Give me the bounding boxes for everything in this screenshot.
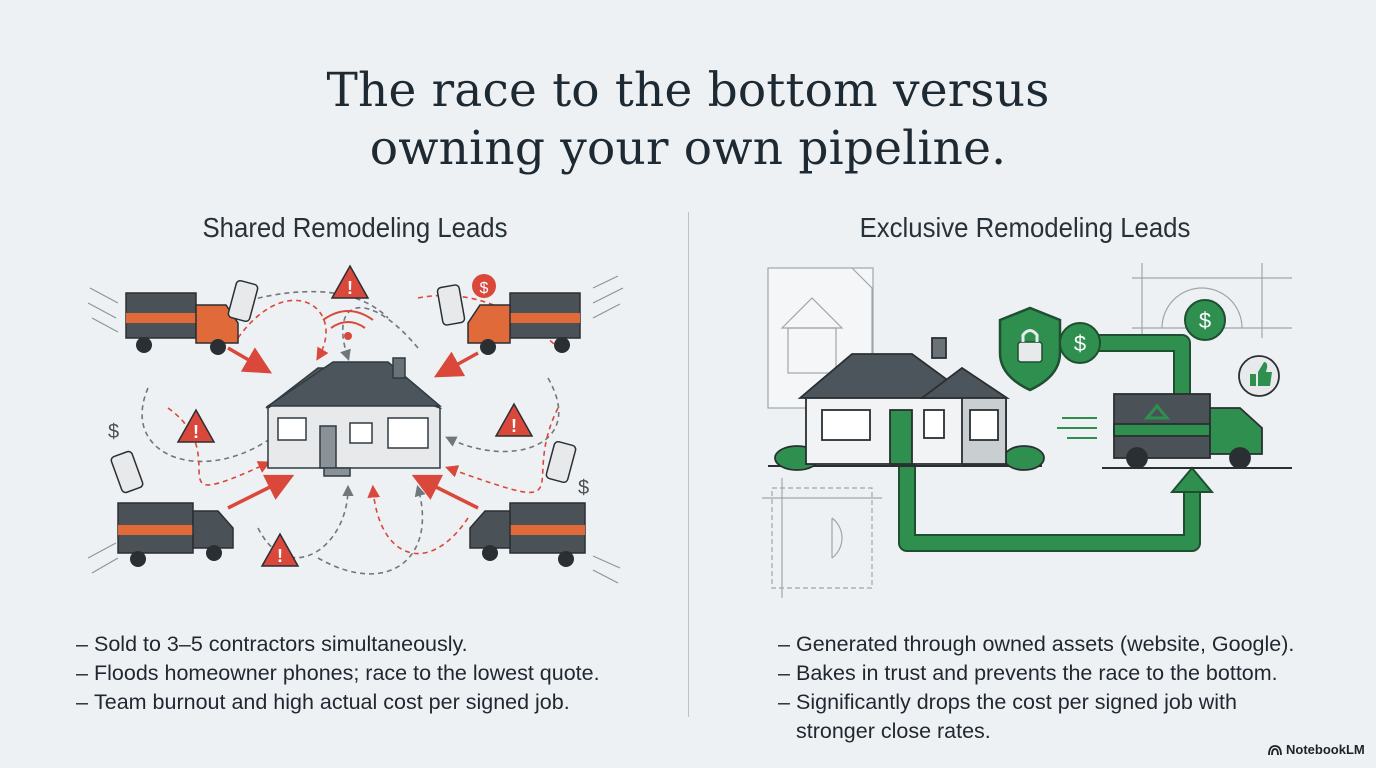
exclusive-bullet-3: Significantly drops the cost per signed … <box>778 688 1318 746</box>
notebooklm-logo-icon <box>1268 744 1282 755</box>
svg-text:!: ! <box>277 546 283 566</box>
truck-icon-top-right <box>467 292 581 355</box>
svg-text:$: $ <box>578 477 589 499</box>
warning-icon-top: ! <box>330 264 370 299</box>
warning-icon-right: ! <box>494 402 534 437</box>
page-title: The race to the bottom versus owning you… <box>0 62 1376 178</box>
page-title-line-2: owning your own pipeline. <box>369 121 1007 176</box>
svg-text:$: $ <box>480 280 489 297</box>
signal-icon <box>322 310 374 340</box>
svg-text:$: $ <box>108 421 119 443</box>
shared-leads-bullets: Sold to 3–5 contractors simultaneously. … <box>76 630 666 717</box>
house-icon <box>774 337 1045 471</box>
pipeline-arrow-icon <box>1169 466 1215 493</box>
shared-leads-heading: Shared Remodeling Leads <box>202 212 508 243</box>
shared-leads-illustration: ! ! ! ! $ $ $ <box>88 264 624 584</box>
shared-bullet-1: Sold to 3–5 contractors simultaneously. <box>76 630 666 659</box>
house-icon <box>265 357 443 477</box>
svg-text:!: ! <box>193 422 199 442</box>
column-divider <box>688 212 689 717</box>
exclusive-leads-heading: Exclusive Remodeling Leads <box>859 212 1191 243</box>
svg-text:!: ! <box>347 278 353 298</box>
warning-icon-left: ! <box>176 408 216 443</box>
exclusive-bullet-2: Bakes in trust and prevents the race to … <box>778 659 1318 688</box>
dollar-icon: $ $ $ <box>108 274 589 499</box>
warning-icon-bottom: ! <box>260 532 300 567</box>
svg-text:$: $ <box>1199 308 1211 333</box>
speed-lines <box>88 275 624 584</box>
svg-text:$: $ <box>1074 331 1086 356</box>
shield-lock-icon <box>998 306 1062 392</box>
notebooklm-label: NotebookLM <box>1286 742 1365 757</box>
exclusive-bullet-1: Generated through owned assets (website,… <box>778 630 1318 659</box>
shared-bullet-2: Floods homeowner phones; race to the low… <box>76 659 666 688</box>
page-title-line-1: The race to the bottom versus <box>326 63 1050 118</box>
truck-icon-bottom-left <box>117 502 234 567</box>
truck-icon-top-left <box>125 292 239 355</box>
svg-text:!: ! <box>511 416 517 436</box>
incoming-arrows <box>227 346 479 510</box>
truck-icon-bottom-right <box>469 502 586 567</box>
dollar-badge-icon: $ $ <box>1059 299 1226 364</box>
exclusive-leads-bullets: Generated through owned assets (website,… <box>778 630 1318 746</box>
thumbs-up-icon <box>1238 355 1280 397</box>
shared-bullet-3: Team burnout and high actual cost per si… <box>76 688 666 717</box>
phone-icon <box>110 279 577 494</box>
truck-icon <box>1057 393 1263 469</box>
notebooklm-badge: NotebookLM <box>1268 742 1365 757</box>
exclusive-leads-illustration: $ $ <box>762 263 1292 598</box>
